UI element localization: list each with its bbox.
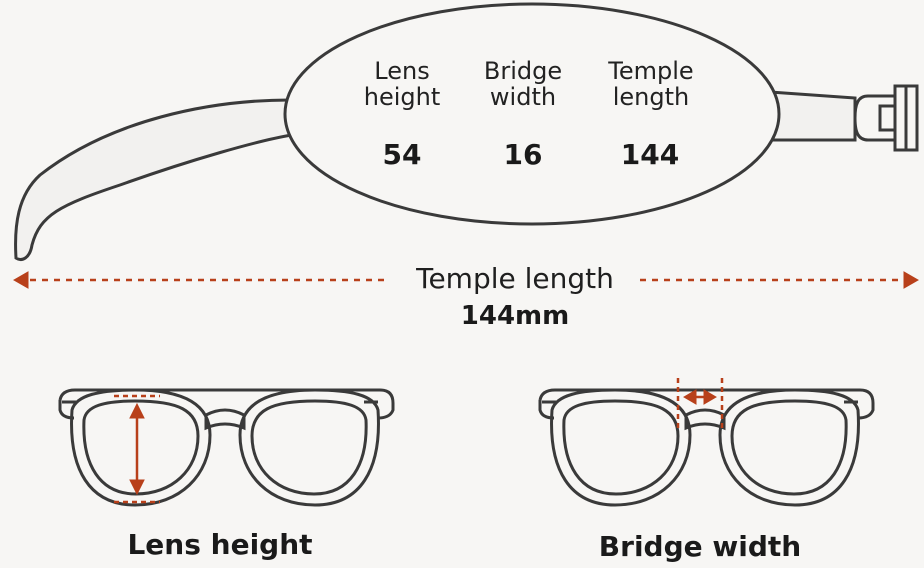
temple-length-value: 144 — [620, 138, 680, 171]
glasses-bridge-width — [538, 388, 875, 507]
hinge-icon — [853, 84, 919, 152]
bridge-width-value: 16 — [503, 138, 543, 171]
temple-length-caption: Temple length — [416, 262, 614, 295]
temple-arm — [14, 98, 293, 261]
glasses-lens-height — [58, 388, 395, 507]
bridge-width-marker — [676, 378, 724, 428]
bridge-width-caption: Bridge width — [598, 530, 802, 563]
lens-height-marker — [114, 394, 160, 504]
lens-height-header: Lens height — [363, 57, 441, 112]
measurement-ellipse — [283, 2, 781, 226]
lens-height-caption: Lens height — [127, 528, 313, 561]
temple-length-arrow — [12, 271, 920, 289]
bridge-width-header: Bridge width — [483, 57, 563, 112]
temple-arm-right — [769, 90, 857, 142]
temple-length-mm: 144mm — [460, 301, 570, 331]
lens-height-value: 54 — [382, 138, 422, 171]
temple-length-header: Temple length — [608, 57, 694, 112]
